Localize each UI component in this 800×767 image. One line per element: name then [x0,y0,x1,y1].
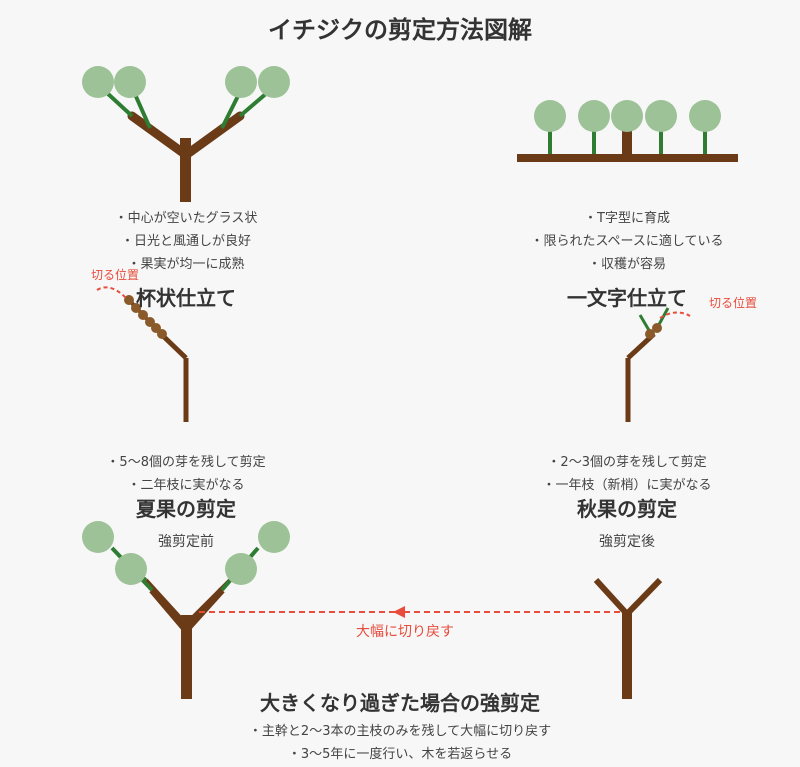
foliage [115,553,147,585]
summer-bullet-list: ・5〜8個の芽を残して剪定 ・二年枝に実がなる [66,451,306,497]
ichimonji-trunk [622,125,632,161]
ichimonji-bullet-list: ・T字型に育成 ・限られたスペースに適している ・収穫が容易 [497,207,757,276]
cup-shoot [220,91,242,129]
ichimonji-bullet: ・T字型に育成 [584,211,670,226]
foliage [578,100,610,132]
cup-heading: 杯状仕立て [136,286,236,310]
foliage [258,521,290,553]
page-title: イチジクの剪定方法図解 [268,16,532,44]
cup-bullet-list: ・中心が空いたグラス状 ・日光と風通しが良好 ・果実が均一に成熟 [86,207,286,276]
ichimonji-bullet: ・限られたスペースに適している [530,234,724,249]
autumn-pruning-illustration [625,307,691,422]
summer-bullet: ・二年枝に実がなる [127,478,245,493]
arrow-label: 大幅に切り戻す [356,624,454,640]
after-branch [593,577,630,617]
foliage [82,521,114,553]
cut-line-right [659,311,691,319]
ichimonji-horizontal-branch [517,154,738,162]
foliage [689,100,721,132]
cup-tree-illustration [82,66,290,202]
bud [157,329,167,339]
hard-pruning-bullet-list: ・主幹と2〜3本の主枝のみを残して大幅に切り戻す ・3〜5年に一度行い、木を若返… [150,720,650,766]
cup-shoot [104,90,134,118]
cup-bullet: ・果実が均一に成熟 [127,257,245,272]
summer-heading: 夏果の剪定 [136,497,236,521]
new-shoot [638,314,652,333]
before-branch [149,587,189,633]
before-trunk [181,615,192,699]
after-trunk [622,610,632,699]
cup-trunk [180,138,191,202]
ichimonji-heading: 一文字仕立て [567,286,687,310]
after-branch [624,577,663,617]
cup-bullet: ・日光と風通しが良好 [120,234,251,249]
after-hard-pruning-illustration [593,577,663,699]
cup-main-branch-left [127,111,191,160]
cut-position-label-right: 切る位置 [708,296,757,310]
cup-shoot [132,91,152,129]
summer-bullet: ・5〜8個の芽を残して剪定 [106,455,266,470]
foliage [82,66,114,98]
before-hard-pruning-illustration [82,521,290,699]
bud [138,310,148,320]
cut-back-arrow [195,606,620,618]
autumn-heading: 秋果の剪定 [577,497,677,521]
ichimonji-tree-illustration [517,100,738,162]
foliage [225,66,257,98]
autumn-bullet: ・一年枝（新梢）に実がなる [542,478,712,493]
hard-pruning-heading: 大きくなり過ぎた場合の強剪定 [260,691,540,715]
bud [645,329,655,339]
arrow-head [393,606,405,618]
ichimonji-bullet: ・収穫が容易 [587,257,666,272]
cut-position-label-left: 切る位置 [90,268,139,282]
foliage [258,66,290,98]
summer-pruning-illustration [96,286,189,422]
branch-bend [159,332,188,360]
bud [652,323,662,333]
foliage [611,100,643,132]
autumn-bullet: ・2〜3個の芽を残して剪定 [547,455,707,470]
foliage [114,66,146,98]
before-label: 強剪定前 [158,534,214,550]
cup-shoot [238,90,270,118]
foliage [534,100,566,132]
bud [131,303,141,313]
cup-main-branch-right [181,111,245,160]
hard-pruning-bullet: ・3〜5年に一度行い、木を若返らせる [287,747,513,762]
before-branch [144,578,188,626]
foliage [225,553,257,585]
cut-line-left [96,286,127,299]
foliage [645,100,677,132]
after-label: 強剪定後 [599,534,655,550]
hard-pruning-bullet: ・主幹と2〜3本の主枝のみを残して大幅に切り戻す [248,724,552,739]
autumn-bullet-list: ・2〜3個の芽を残して剪定 ・一年枝（新梢）に実がなる [507,451,747,497]
cup-bullet: ・中心が空いたグラス状 [114,211,258,226]
bud [124,295,134,305]
